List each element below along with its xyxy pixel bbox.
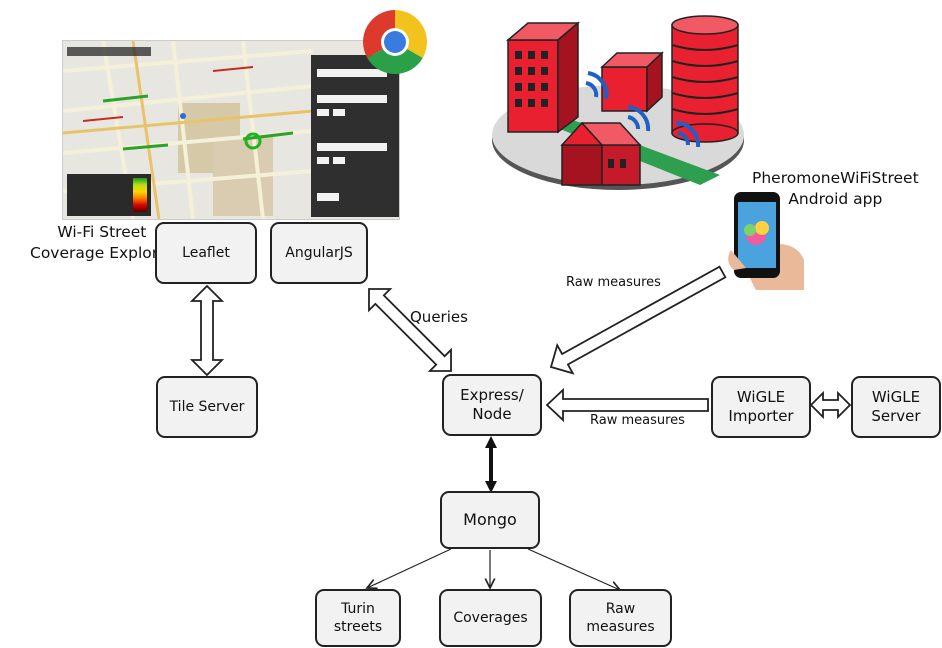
coverages-label: Coverages: [453, 609, 528, 626]
coverages-node: Coverages: [439, 589, 542, 647]
mongo-raw-line: [527, 548, 620, 590]
app-title: PheromoneWiFiStreet Android app: [752, 168, 919, 210]
wigle-server-node: WiGLE Server: [851, 376, 941, 438]
mongo-node: Mongo: [440, 491, 540, 549]
building-house: [560, 121, 642, 186]
leaflet-tile-arrow: [189, 284, 225, 377]
legend-color-scale: [133, 178, 147, 212]
wifi-waves: [585, 71, 701, 148]
turin-streets-line1: Turin: [341, 600, 375, 617]
wigle-server-arrow: [809, 390, 852, 420]
app-title-line2: Android app: [788, 189, 883, 208]
queries-arrow: [368, 288, 452, 372]
angularjs-node: AngularJS: [270, 222, 368, 284]
angularjs-label: AngularJS: [285, 244, 353, 261]
explorer-title: Wi-Fi Street Coverage Explorer: [30, 222, 174, 264]
tile-server-node: Tile Server: [156, 376, 258, 438]
wigle-importer-line2: Importer: [728, 407, 794, 425]
leaflet-label: Leaflet: [182, 244, 230, 261]
raw-measures-line1: Raw: [605, 600, 636, 617]
wigle-importer-node: WiGLE Importer: [711, 376, 811, 438]
wigle-raw-arrow: [545, 387, 709, 423]
mongo-turin-line: [367, 548, 452, 588]
building-cylinder: [671, 15, 739, 143]
mongo-label: Mongo: [463, 509, 517, 529]
building-left: [505, 21, 581, 134]
wigle-server-line1: WiGLE: [871, 387, 921, 406]
queries-label: Queries: [410, 308, 468, 326]
tile-server-label: Tile Server: [169, 398, 245, 415]
leaflet-node: Leaflet: [155, 222, 257, 284]
wigle-importer-line1: WiGLE: [736, 387, 786, 406]
express-node: Express/ Node: [442, 374, 542, 436]
app-title-line1: PheromoneWiFiStreet: [752, 169, 919, 187]
map-filter-panel: [311, 55, 399, 217]
turin-streets-line2: streets: [333, 619, 383, 635]
explorer-title-line2: Coverage Explorer: [30, 243, 174, 262]
map-legend: [67, 174, 151, 216]
coverage-map-screenshot: [62, 40, 400, 220]
raw-measures-wigle-label: Raw measures: [590, 413, 685, 428]
raw-measures-phone-label: Raw measures: [566, 275, 661, 290]
phone-raw-arrow: [549, 265, 727, 375]
express-mongo-arrow: [485, 436, 497, 493]
building-middle: [600, 51, 664, 113]
chrome-logo: [363, 10, 427, 74]
raw-measures-line2: measures: [586, 619, 655, 635]
smart-city-illustration: [492, 15, 744, 190]
android-phone: [728, 192, 804, 290]
express-label-line1: Express/: [460, 385, 524, 404]
turin-streets-node: Turin streets: [315, 589, 401, 647]
raw-measures-node: Raw measures: [569, 589, 672, 647]
explorer-title-line1: Wi-Fi Street: [57, 223, 147, 241]
express-label-line2: Node: [472, 405, 512, 423]
map-coordinate-bar: [67, 47, 151, 56]
wigle-server-line2: Server: [871, 407, 921, 425]
